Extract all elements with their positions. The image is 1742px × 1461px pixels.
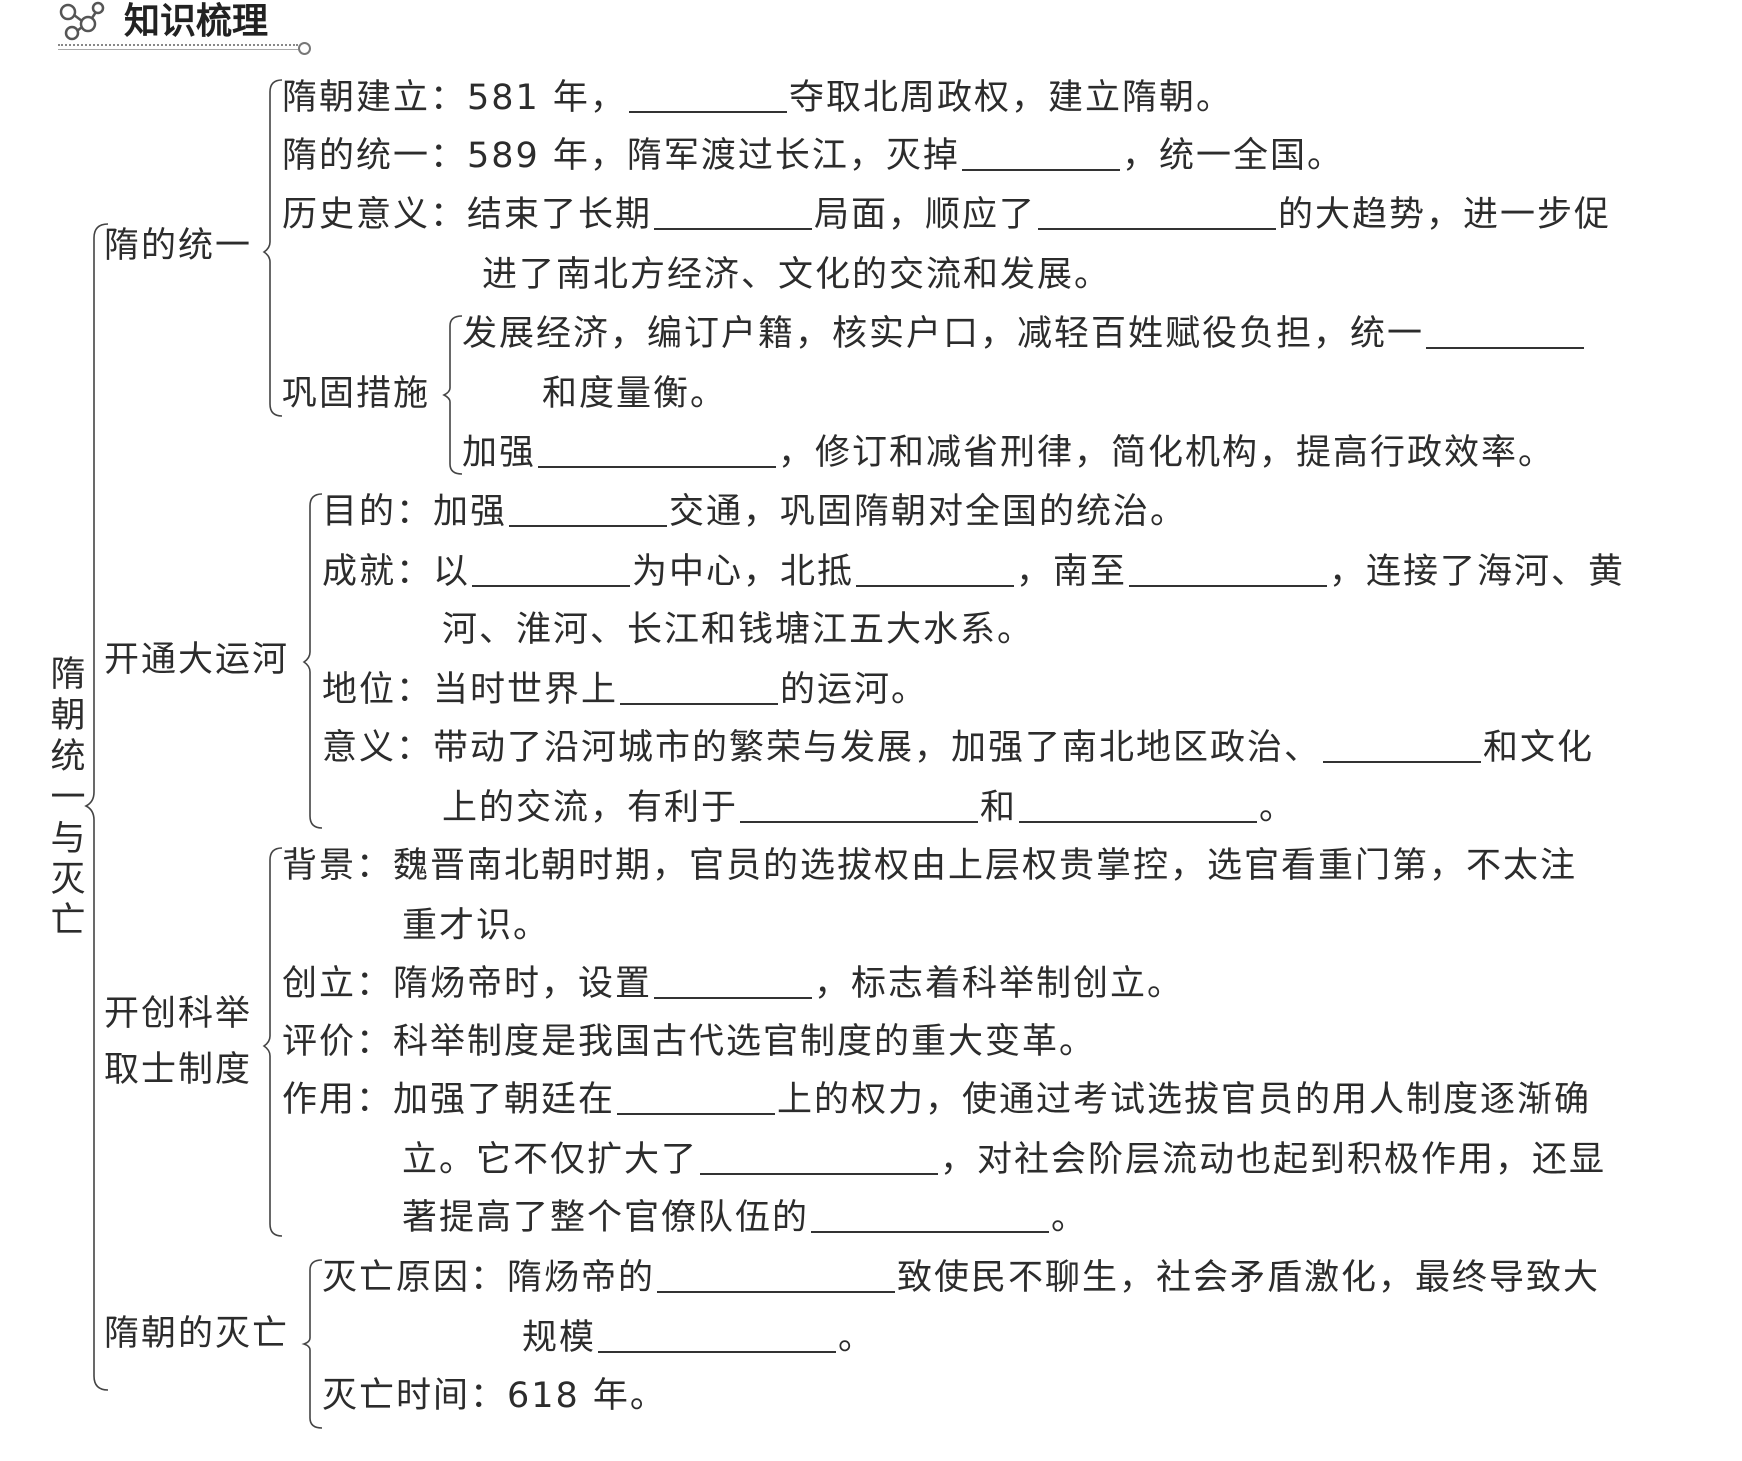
imperial-exam-bracket (262, 847, 283, 1237)
root-char: 一 (50, 778, 86, 818)
line-exam-evaluation: 评价：科举制度是我国古代选官制度的重大变革。 (282, 1022, 1097, 1062)
line-measure-economy-cont: 和度量衡。 (542, 374, 728, 414)
blank[interactable] (620, 673, 779, 705)
root-char: 亡 (50, 901, 86, 941)
root-char: 朝 (50, 696, 86, 736)
line-canal-meaning: 意义：带动了沿河城市的繁荣与发展，加强了南北地区政治、和文化 (322, 728, 1595, 768)
section-title-fall: 隋朝的灭亡 (104, 1314, 290, 1354)
root-char: 与 (50, 819, 86, 859)
blank[interactable] (811, 1201, 1050, 1233)
unification-bracket (262, 79, 283, 417)
line-measure-economy: 发展经济，编订户籍，核实户口，减轻百姓赋役负担，统一 (462, 314, 1586, 354)
line-exam-effect: 作用：加强了朝廷在上的权力，使通过考试选拔官员的用人制度逐渐确 (282, 1080, 1592, 1120)
line-exam-founding: 创立：隋炀帝时，设置，标志着科举制创立。 (282, 964, 1185, 1004)
line-founding: 隋朝建立：581 年，夺取北周政权，建立隋朝。 (282, 78, 1233, 118)
line-exam-background: 背景：魏晋南北朝时期，官员的选拔权由上层权贵掌控，选官看重门第，不太注 (282, 846, 1578, 886)
blank[interactable] (654, 967, 813, 999)
line-measure-govern: 加强，修订和减省刑律，简化机构，提高行政效率。 (462, 433, 1556, 473)
blank[interactable] (1426, 317, 1585, 349)
blank[interactable] (628, 81, 787, 113)
blank[interactable] (617, 1083, 776, 1115)
blank[interactable] (740, 791, 979, 823)
blank[interactable] (856, 555, 1015, 587)
blank[interactable] (1129, 555, 1328, 587)
line-exam-effect-cont1: 立。它不仅扩大了，对社会阶层流动也起到积极作用，还显 (402, 1140, 1607, 1180)
line-canal-status: 地位：当时世界上的运河。 (322, 670, 929, 710)
consolidation-bracket (442, 315, 463, 475)
blank[interactable] (509, 495, 668, 527)
page-title: 知识梳理 (124, 1, 269, 42)
header-underline (58, 44, 298, 46)
section-title-imperial-exam-a: 开创科举 (104, 994, 253, 1034)
line-fall-reason: 灭亡原因：隋炀帝的致使民不聊生，社会矛盾激化，最终导致大 (322, 1258, 1601, 1298)
blank[interactable] (1038, 198, 1277, 230)
blank[interactable] (961, 139, 1120, 171)
blank[interactable] (657, 1261, 896, 1293)
line-significance-cont: 进了南北方经济、文化的交流和发展。 (482, 255, 1112, 295)
subsection-title-consolidation: 巩固措施 (282, 374, 431, 414)
line-canal-purpose: 目的：加强交通，巩固隋朝对全国的统治。 (322, 492, 1188, 532)
section-title-imperial-exam-b: 取士制度 (104, 1050, 253, 1090)
section-title-unification: 隋的统一 (104, 226, 253, 266)
share-nodes-icon (59, 1, 105, 41)
line-unification: 隋的统一：589 年，隋军渡过长江，灭掉，统一全国。 (282, 136, 1344, 176)
line-fall-reason-cont: 规模。 (522, 1318, 876, 1358)
line-canal-meaning-cont: 上的交流，有利于和。 (442, 788, 1297, 828)
grand-canal-bracket (302, 493, 323, 829)
fall-bracket (301, 1259, 323, 1429)
root-char: 隋 (50, 655, 86, 695)
blank[interactable] (1019, 791, 1258, 823)
blank[interactable] (472, 555, 631, 587)
blank[interactable] (1323, 731, 1482, 763)
header-line-end-dot (298, 42, 311, 55)
root-char: 统 (50, 737, 86, 777)
line-canal-achievement: 成就：以为中心，北抵，南至，连接了海河、黄 (322, 552, 1626, 592)
line-significance: 历史意义：结束了长期局面，顺应了的大趋势，进一步促 (282, 195, 1612, 235)
line-fall-time: 灭亡时间：618 年。 (322, 1376, 667, 1416)
root-bracket (84, 223, 109, 1391)
line-exam-effect-cont2: 著提高了整个官僚队伍的。 (402, 1198, 1089, 1238)
line-canal-achievement-cont: 河、淮河、长江和钱塘江五大水系。 (442, 610, 1035, 650)
blank[interactable] (654, 198, 813, 230)
root-char: 灭 (50, 860, 86, 900)
blank[interactable] (598, 1321, 837, 1353)
blank[interactable] (538, 436, 777, 468)
blank[interactable] (700, 1143, 939, 1175)
line-exam-background-cont: 重才识。 (402, 906, 551, 946)
root-title: 隋 朝 统 一 与 灭 亡 (48, 655, 88, 942)
header-underline-solid (58, 49, 298, 50)
section-title-grand-canal: 开通大运河 (104, 640, 290, 680)
